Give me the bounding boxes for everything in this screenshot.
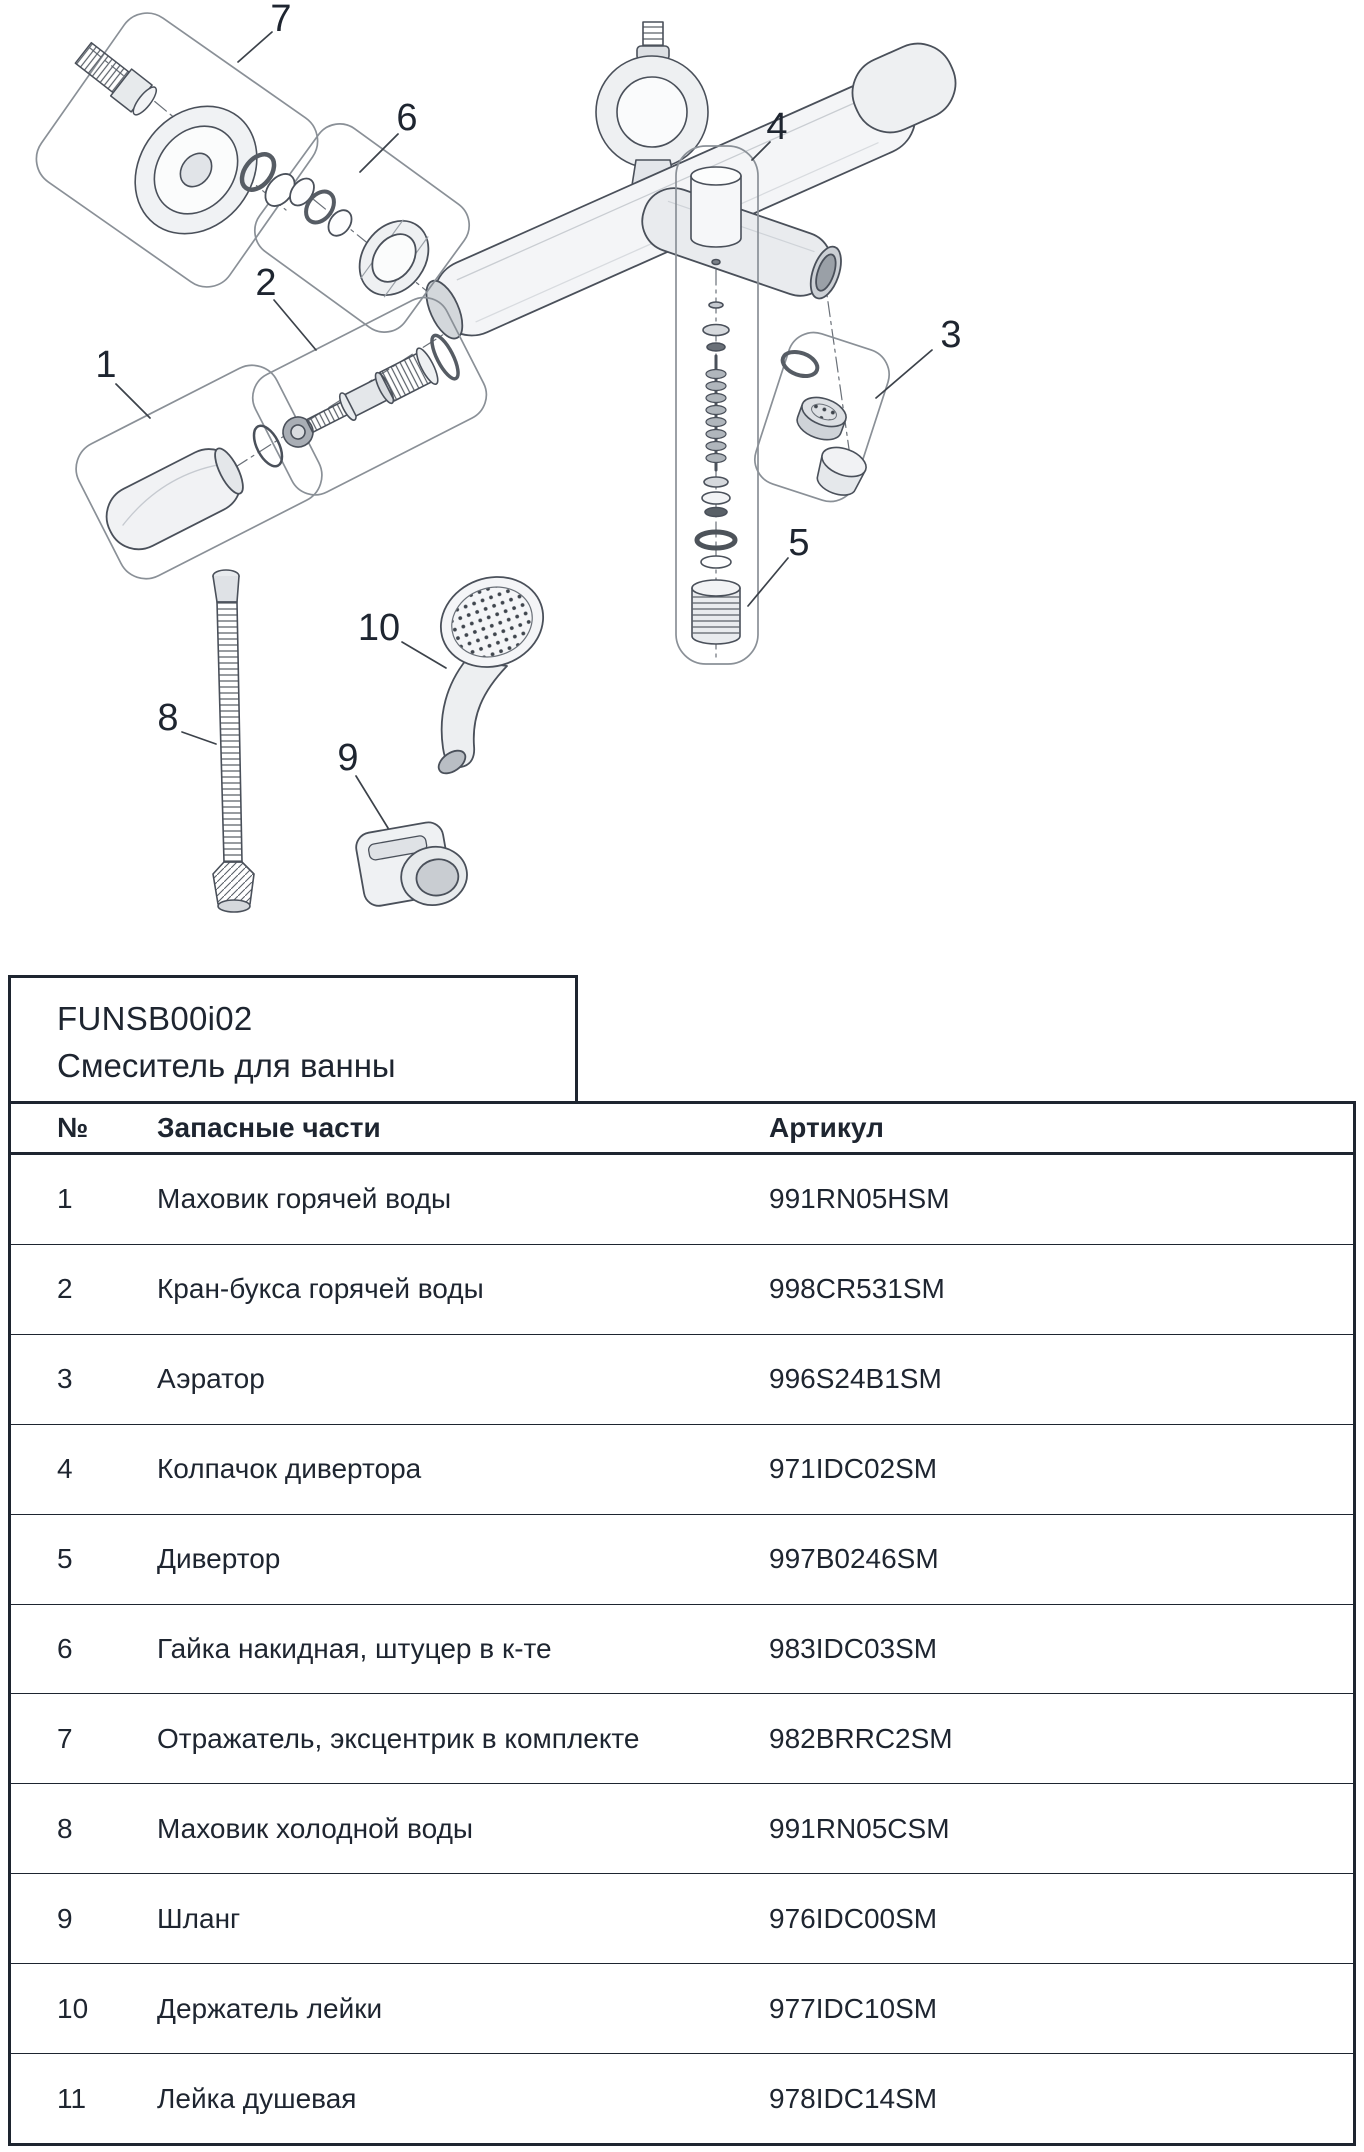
cell-name: Аэратор: [157, 1363, 265, 1395]
table-row: 1 Маховик горячей воды 991RN05HSM: [11, 1155, 1353, 1245]
diagram-area: 1 2 3 4 5 6 7 8 9 10: [0, 0, 1364, 975]
cell-num: 11: [57, 2082, 87, 2114]
table-row: 6 Гайка накидная, штуцер в к-те 983IDC03…: [11, 1605, 1353, 1695]
cell-name: Шланг: [157, 1902, 241, 1934]
cell-name: Лейка душевая: [157, 2082, 357, 2114]
table-row: 11 Лейка душевая 978IDC14SM: [11, 2054, 1353, 2143]
callout-7: 7: [270, 0, 292, 40]
cell-article: 997B0246SM: [769, 1543, 939, 1575]
cell-num: 8: [57, 1812, 73, 1844]
header-num: №: [57, 1112, 89, 1143]
cell-num: 1: [57, 1183, 73, 1215]
product-code: FUNSB00i02: [57, 1000, 253, 1037]
part-diverter-chain: [690, 166, 742, 645]
table-row: 10 Держатель лейки 977IDC10SM: [11, 1964, 1353, 2055]
product-name: Смеситель для ванны: [57, 1047, 396, 1084]
cell-num: 10: [57, 1992, 89, 2024]
header-name: Запасные части: [157, 1112, 381, 1143]
table-row: 9 Шланг 976IDC00SM: [11, 1874, 1353, 1965]
cell-article: 991RN05HSM: [769, 1183, 950, 1215]
table-row: 3 Аэратор 996S24B1SM: [11, 1335, 1353, 1425]
callout-9: 9: [337, 737, 359, 779]
cell-name: Маховик холодной воды: [157, 1812, 474, 1844]
cell-num: 7: [57, 1722, 73, 1754]
cell-article: 977IDC10SM: [769, 1992, 938, 2024]
callout-4: 4: [766, 106, 788, 148]
table-row: 8 Маховик холодной воды 991RN05CSM: [11, 1784, 1353, 1875]
cell-article: 978IDC14SM: [769, 2082, 938, 2114]
callout-6: 6: [396, 97, 418, 139]
cell-name: Гайка накидная, штуцер в к-те: [157, 1632, 552, 1664]
cell-article: 971IDC02SM: [769, 1453, 938, 1485]
header-article: Артикул: [769, 1112, 884, 1143]
cell-name: Маховик горячей воды: [157, 1183, 452, 1215]
cell-num: 4: [57, 1453, 73, 1485]
cell-name: Колпачок дивертора: [157, 1453, 422, 1485]
cell-num: 6: [57, 1632, 73, 1664]
cell-num: 3: [57, 1363, 73, 1395]
title-box: FUNSB00i02 Смеситель для ванны: [8, 975, 578, 1101]
callout-5: 5: [788, 522, 810, 564]
cell-name: Кран-букса горячей воды: [157, 1273, 484, 1305]
cell-num: 5: [57, 1543, 73, 1575]
parts-panel: FUNSB00i02 Смеситель для ванны № Запасны…: [8, 975, 1356, 2146]
part-shower-head: [437, 576, 545, 775]
cell-article: 983IDC03SM: [769, 1632, 938, 1664]
leader-lines: [115, 31, 933, 829]
cell-name: Дивертор: [157, 1543, 281, 1575]
part-handle-hot: [105, 424, 284, 551]
part-aerator: [780, 349, 867, 496]
part-hose: [212, 569, 255, 913]
cell-article: 982BRRC2SM: [769, 1722, 953, 1754]
table-row: 5 Дивертор 997B0246SM: [11, 1515, 1353, 1605]
table-row: 7 Отражатель, эксцентрик в комплекте 982…: [11, 1694, 1353, 1785]
cell-article: 996S24B1SM: [769, 1363, 942, 1395]
table-row: 2 Кран-букса горячей воды 998CR531SM: [11, 1245, 1353, 1335]
parts-table: № Запасные части Артикул 1 Маховик горяч…: [8, 1101, 1356, 2146]
part-cartridge: [282, 333, 460, 448]
table-header: № Запасные части Артикул: [11, 1104, 1353, 1155]
cell-num: 2: [57, 1273, 73, 1305]
cell-name: Держатель лейки: [157, 1992, 383, 2024]
callout-3: 3: [940, 314, 962, 356]
exploded-diagram: [35, 12, 957, 913]
cell-article: 991RN05CSM: [769, 1812, 950, 1844]
cell-article: 976IDC00SM: [769, 1902, 938, 1934]
callout-1: 1: [95, 344, 117, 386]
cell-article: 998CR531SM: [769, 1273, 945, 1305]
cell-num: 9: [57, 1902, 73, 1934]
callout-10: 10: [357, 607, 401, 649]
part-union-nut: [289, 177, 430, 298]
part-eccentric-reflector: [74, 41, 296, 235]
table-row: 4 Колпачок дивертора 971IDC02SM: [11, 1425, 1353, 1515]
callout-2: 2: [255, 262, 277, 304]
cell-name: Отражатель, эксцентрик в комплекте: [157, 1722, 640, 1754]
callout-8: 8: [157, 697, 179, 739]
part-holder: [355, 821, 468, 907]
